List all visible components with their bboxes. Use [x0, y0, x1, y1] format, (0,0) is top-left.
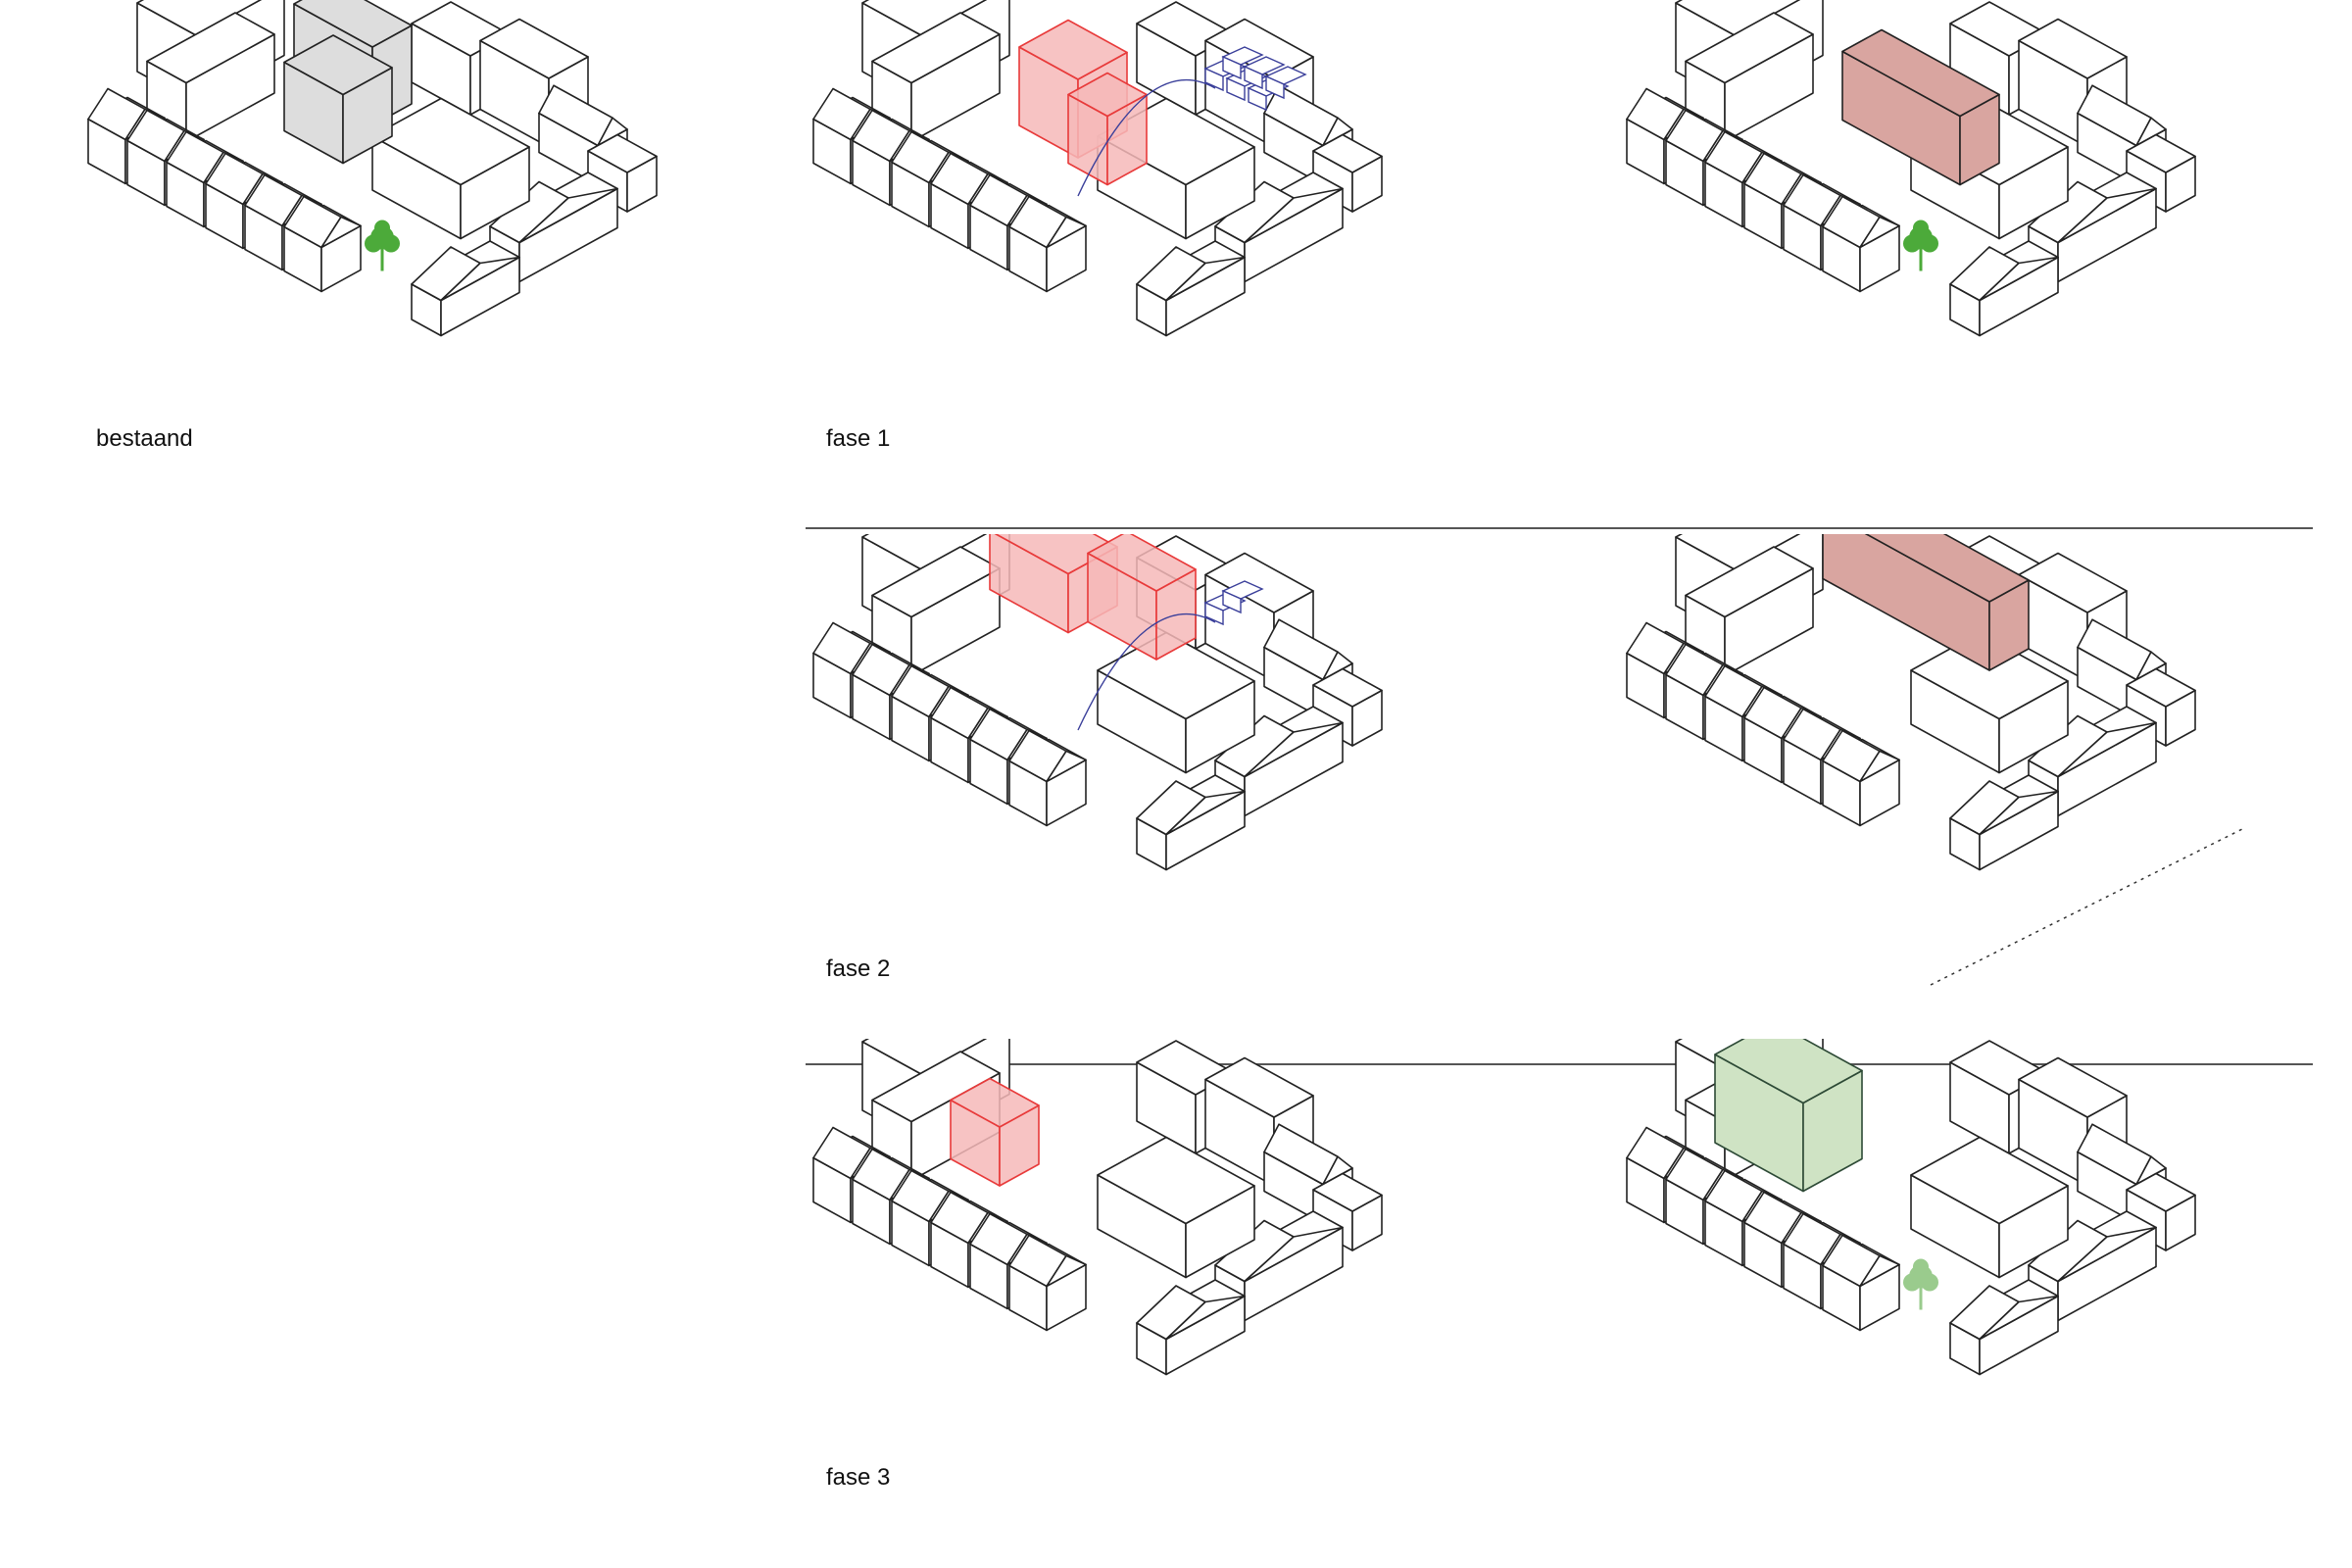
block-right-1-gable [2057, 721, 2157, 778]
block-right-2-gable [1165, 256, 1246, 302]
axonometric-drawing [1626, 0, 2196, 337]
new-building-roof [1841, 28, 2000, 118]
transfer-arrow [1077, 78, 1216, 197]
axonometric-phase2-result [1597, 534, 2303, 1063]
front-house-5-gable [1046, 750, 1087, 783]
block-back-4-roof [2126, 667, 2196, 708]
axonometric-drawing [812, 0, 1383, 337]
block-right-1-gable [1244, 721, 1344, 778]
front-house-5-gable [1859, 1254, 1900, 1288]
block-back-4-roof [2126, 1172, 2196, 1212]
block-right-1-gable [518, 187, 618, 244]
axonometric-drawing [87, 0, 658, 337]
demolition-volume-roof [1018, 19, 1128, 80]
transfer-arrow [1077, 612, 1216, 731]
front-house-5-gable [1046, 216, 1087, 249]
front-house-5-gable [1046, 1254, 1087, 1288]
block-back-2-roof [1204, 1056, 1314, 1118]
axonometric-phase2-demolition [784, 534, 1490, 1063]
block-left-2-roof [146, 12, 275, 84]
existing-wing-roof [293, 0, 413, 48]
block-left-2-roof [1685, 546, 1814, 618]
block-right-2-gable [440, 256, 520, 302]
demolition-volume-roof [994, 534, 1118, 575]
front-house-5-gable [1859, 750, 1900, 783]
inner-building-roof [1910, 631, 2069, 720]
axonometric-phase1-demolition [784, 0, 1490, 529]
demolition-volume-2-roof [1087, 534, 1197, 592]
block-left-2-roof [871, 546, 1001, 618]
block-right-1-gable [2057, 187, 2157, 244]
block-left-2-roof [871, 1051, 1001, 1123]
block-back-2-roof [2018, 1056, 2128, 1118]
existing-wing-2-roof [283, 34, 393, 96]
block-right-1-gable [2057, 1226, 2157, 1283]
axonometric-drawing [812, 1039, 1383, 1376]
new-building-roof [1864, 534, 2030, 603]
front-house-5-gable [320, 216, 362, 249]
row-divider-1 [806, 527, 2313, 529]
block-back-2-roof [2018, 18, 2128, 79]
block-right-2-gable [1979, 256, 2059, 302]
block-right-1-gable [1244, 1226, 1344, 1283]
block-right-2-gable [1979, 790, 2059, 836]
new-building-roof [1714, 1039, 1863, 1104]
block-right-2-gable [1165, 1295, 1246, 1341]
block-back-4-roof [2126, 133, 2196, 173]
tree-icon [365, 220, 400, 271]
axonometric-existing [59, 0, 764, 529]
axonometric-drawing [1626, 534, 2245, 986]
block-left-2-roof [1685, 12, 1814, 84]
block-left-2-roof [871, 12, 1001, 84]
block-back-2-roof [479, 18, 589, 79]
demolition-volume-roof [950, 1077, 1040, 1128]
label-phase2: fase 2 [826, 956, 891, 982]
row-divider-2 [806, 1063, 2313, 1065]
axonometric-phase1-result [1597, 0, 2303, 529]
inner-building-roof [1910, 1136, 2069, 1225]
block-back-4-roof [1312, 1172, 1383, 1212]
axonometric-drawing [1626, 1039, 2196, 1376]
prefab-modules-icon [1203, 46, 1307, 112]
label-phase1: fase 1 [826, 425, 891, 452]
tree-icon [1903, 220, 1938, 271]
block-back-4-roof [1312, 133, 1383, 173]
block-back-2-roof [2018, 552, 2128, 613]
demolition-volume-2-roof [1067, 72, 1148, 118]
block-back-4-roof [587, 133, 658, 173]
block-right-2-gable [1165, 790, 1246, 836]
block-back-4-roof [1312, 667, 1383, 708]
label-phase3: fase 3 [826, 1464, 891, 1491]
inner-building-roof [1097, 1136, 1255, 1225]
label-existing: bestaand [96, 425, 193, 452]
axonometric-phase3-result [1597, 1039, 2303, 1568]
block-right-1-gable [1244, 187, 1344, 244]
prefab-modules-icon [1203, 580, 1264, 626]
front-house-5-gable [1859, 216, 1900, 249]
block-right-2-gable [1979, 1295, 2059, 1341]
block-back-2-roof [1204, 552, 1314, 613]
axonometric-drawing [812, 534, 1383, 871]
inner-building-roof [371, 97, 530, 186]
dotted-path [1930, 827, 2245, 986]
tree-icon [1903, 1258, 1938, 1310]
axonometric-phase3-demolition [784, 1039, 1490, 1568]
